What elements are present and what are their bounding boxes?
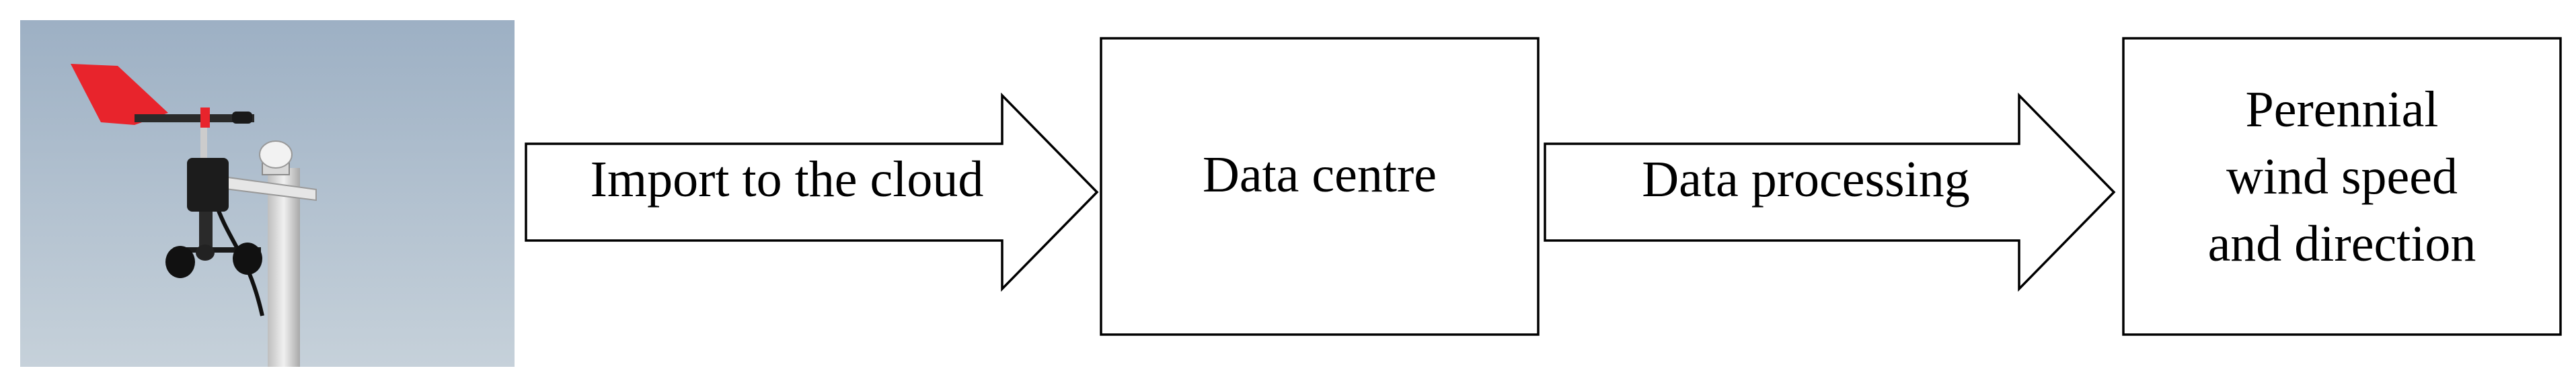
data-processing-arrow: Data processing [1544, 92, 2116, 292]
arrow-label: Data processing [1642, 151, 1970, 208]
box-label-line-3: and direction [2208, 216, 2476, 272]
box-shape [1100, 37, 1540, 336]
box-label-line-1: Perennial [2245, 81, 2438, 138]
arrow-label: Import to the cloud [591, 151, 984, 208]
box-label-line-2: wind speed [2226, 148, 2458, 205]
box-label: Data centre [1203, 146, 1437, 203]
anemometer-wind-vane-icon [71, 64, 317, 367]
data-centre-box: Data centre [1100, 37, 1540, 336]
arrow-shape [1544, 92, 2116, 292]
box-shape [2122, 37, 2562, 336]
anemometer-photo [20, 20, 515, 367]
import-to-cloud-arrow: Import to the cloud [525, 92, 1099, 292]
arrow-shape [525, 92, 1099, 292]
wind-speed-direction-box: Perennial wind speed and direction [2122, 37, 2562, 336]
